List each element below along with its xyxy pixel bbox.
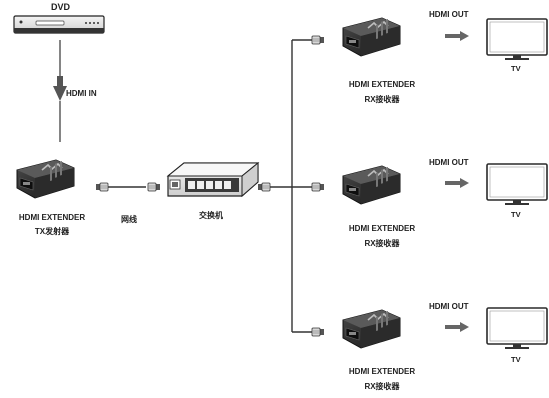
tv-3	[486, 307, 548, 350]
rx1-out-label: HDMI OUT	[429, 10, 469, 19]
rx2-subname-label: RX接收器	[364, 239, 400, 248]
rx1-name-label: HDMI EXTENDER	[348, 80, 416, 89]
rx2-out-label: HDMI OUT	[429, 158, 469, 167]
rx3-name-label: HDMI EXTENDER	[348, 367, 416, 376]
rx3-out-label: HDMI OUT	[429, 302, 469, 311]
tv-2	[486, 163, 548, 206]
cable-label: 网线	[121, 215, 137, 224]
hdmi-out-arrow-3	[445, 322, 469, 332]
rx-branch-cables	[292, 35, 325, 337]
rx3-subname-label: RX接收器	[364, 382, 400, 391]
rx-extender-2	[342, 165, 401, 205]
rx1-subname-label: RX接收器	[364, 95, 400, 104]
rx-extender-1	[342, 17, 401, 57]
switch-label: 交换机	[199, 211, 223, 220]
tx-name-label: HDMI EXTENDER	[18, 213, 86, 222]
rx-extender-3	[342, 309, 401, 349]
dvd-player	[13, 15, 105, 34]
tx-extender	[16, 159, 75, 199]
tv1-label: TV	[511, 64, 521, 73]
rx2-name-label: HDMI EXTENDER	[348, 224, 416, 233]
tv2-label: TV	[511, 210, 521, 219]
dvd-label: DVD	[51, 2, 71, 12]
tv3-label: TV	[511, 355, 521, 364]
tx-to-switch-cable	[95, 182, 161, 192]
hdmi-out-arrow-1	[445, 31, 469, 41]
hdmi-in-arrow	[53, 40, 67, 142]
tx-subname-label: TX发射器	[34, 227, 70, 236]
tv-1	[486, 18, 548, 61]
network-switch	[166, 161, 260, 198]
switch-to-bus-cable	[257, 40, 293, 332]
hdmi-out-arrow-2	[445, 178, 469, 188]
hdmi-in-label: HDMI IN	[66, 89, 97, 98]
